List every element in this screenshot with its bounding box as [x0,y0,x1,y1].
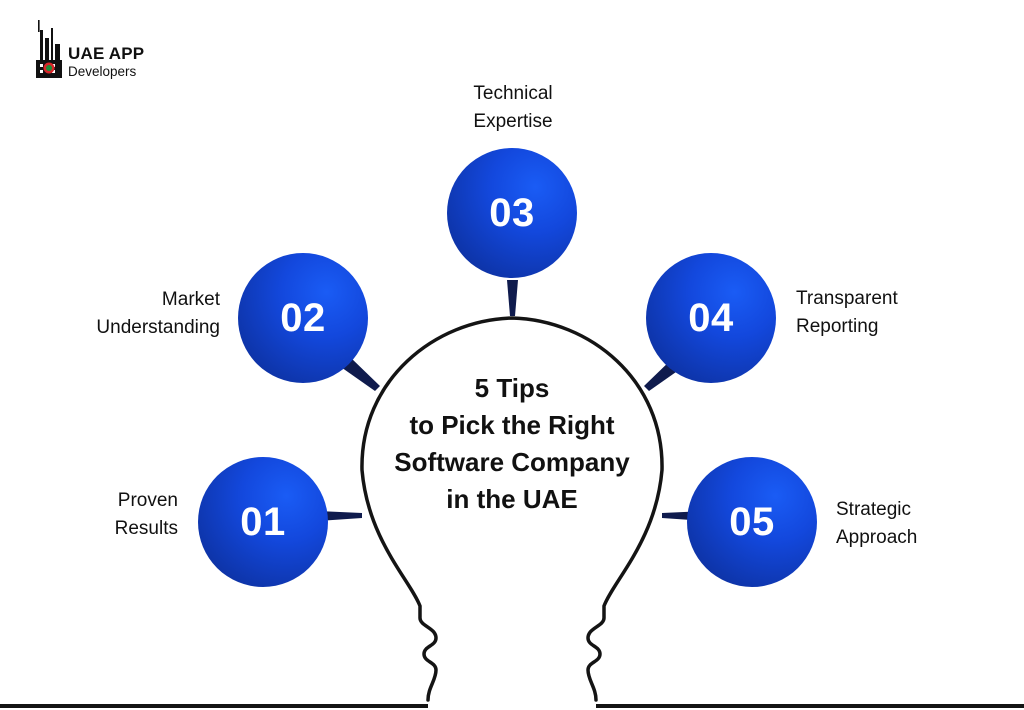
bulb-outline [360,316,664,702]
tip-01-circle: 01 [198,457,328,587]
tip-03-label: Technical Expertise [433,80,593,136]
tip-label-line: Expertise [473,111,553,132]
tip-03-circle: 03 [447,148,577,278]
tip-label-line: Reporting [796,316,879,337]
tip-number: 05 [729,499,775,544]
title-line: 5 Tips [474,373,550,403]
tip-label-line: Strategic [836,499,911,520]
tip-02-label: Market Understanding [40,286,220,342]
tip-05-label: Strategic Approach [836,496,1006,552]
connector-03 [507,280,518,316]
tip-number: 02 [280,295,326,340]
brand-tagline: Developers [68,64,137,79]
tip-04-circle: 04 [646,253,776,383]
tip-05-circle: 05 [687,457,817,587]
tip-01-label: Proven Results [60,487,178,543]
tip-number: 03 [489,190,535,235]
tip-label-line: Transparent [796,288,898,309]
tip-label-line: Technical [473,83,553,104]
tip-label-line: Market [161,289,220,310]
tip-label-line: Results [114,518,178,539]
tip-label-line: Understanding [96,317,220,338]
brand-name: UAE APP [68,44,145,63]
title-line: in the UAE [446,484,578,514]
tip-number: 01 [240,499,286,544]
tip-04-label: Transparent Reporting [796,285,996,341]
tip-label-line: Proven [117,490,178,511]
title-line: Software Company [394,447,630,477]
title-line: to Pick the Right [409,410,615,440]
tip-label-line: Approach [836,527,918,548]
connector-02 [338,357,380,391]
logo-mark [36,20,62,78]
page-title: 5 Tips to Pick the Right Software Compan… [353,370,671,518]
tip-02-circle: 02 [238,253,368,383]
tip-number: 04 [688,295,734,340]
connector-01 [318,511,362,521]
